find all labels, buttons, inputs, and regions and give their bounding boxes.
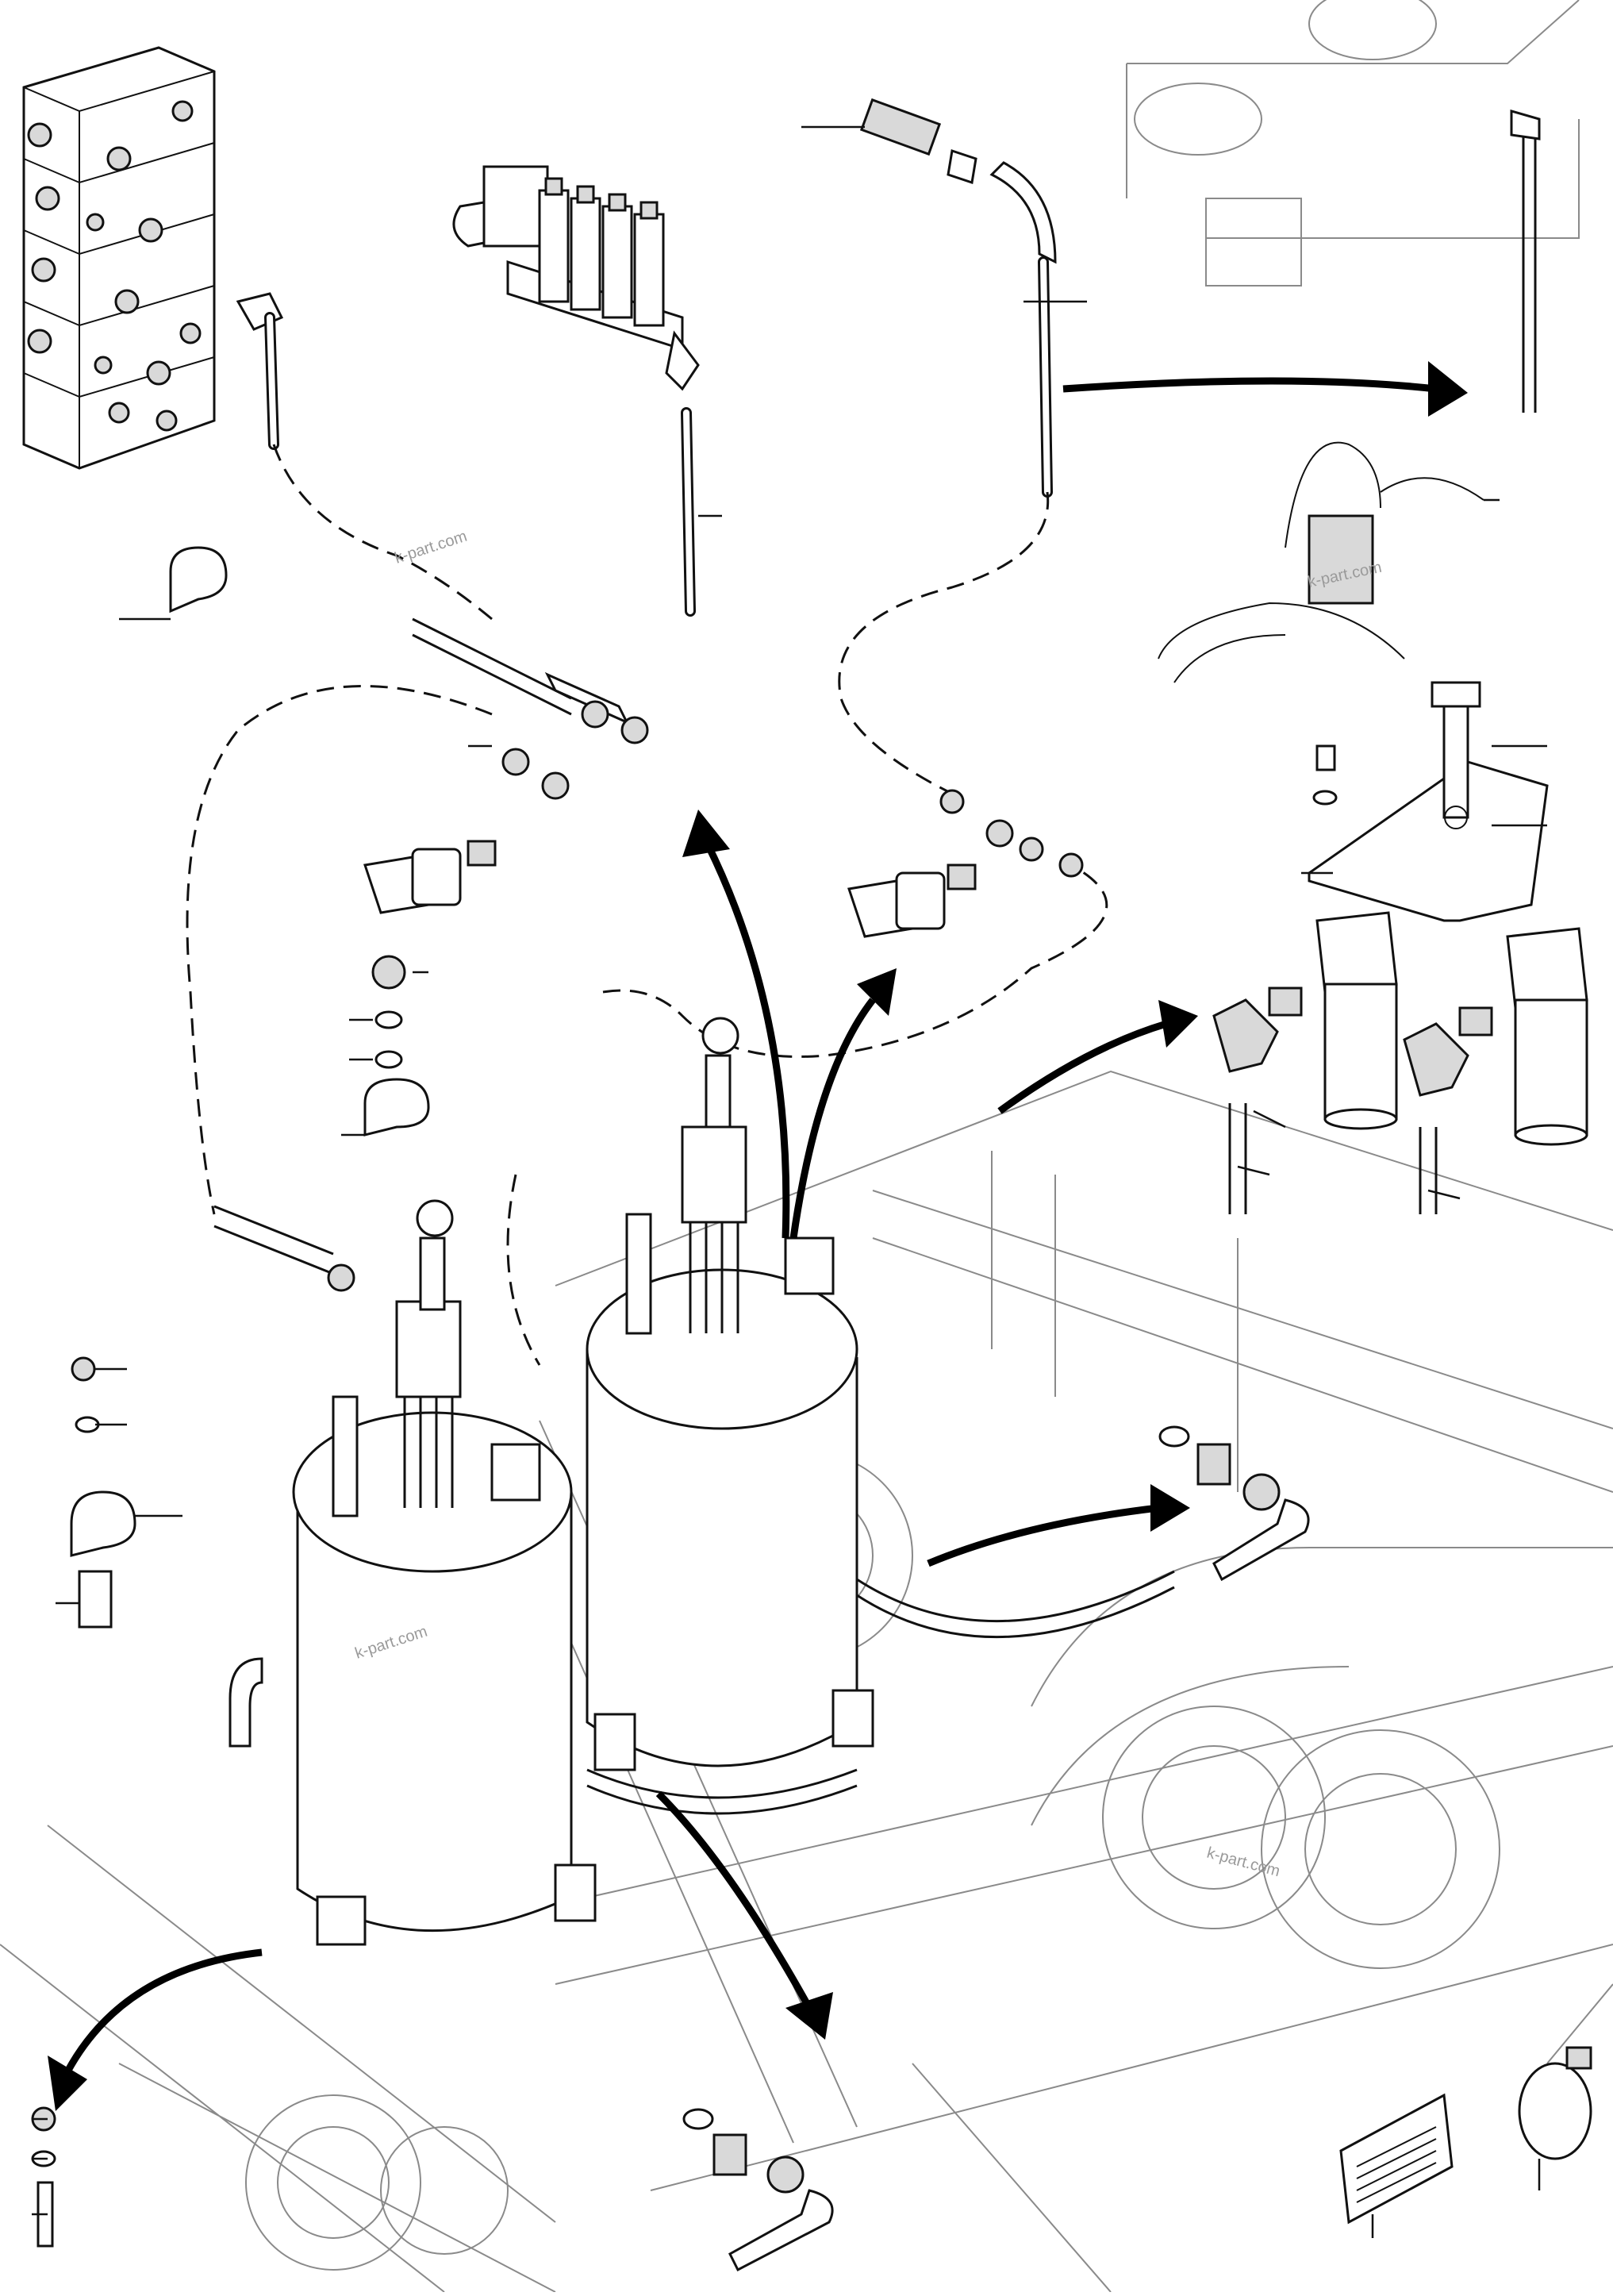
- elbow-left-tank: [229, 1657, 263, 1748]
- fastener-stack-far-left: [70, 1356, 136, 1629]
- pipe-center-upper: [412, 617, 572, 716]
- fastener-stack-bottom-left: [31, 2106, 56, 2248]
- sensor-block-right: [847, 863, 977, 938]
- leader-lines: [32, 125, 1547, 2238]
- fittings-bottom-center: [682, 2108, 834, 2272]
- pressure-switch-manifold: [452, 165, 700, 391]
- hose-route-dashed-1: [838, 491, 1050, 795]
- hydraulic-tank-left: [292, 1199, 597, 1946]
- hose-route-dashed-5: [506, 1174, 541, 1366]
- control-valve-block: [22, 46, 284, 470]
- hose-route-dashed-2: [272, 444, 493, 621]
- watermark-4: k-part.com: [1205, 1844, 1282, 1881]
- filter-elbow-left: [1212, 986, 1303, 1073]
- fastener-stack-left: [363, 955, 430, 1136]
- pipe-right-vertical: [1522, 127, 1537, 413]
- valve-fittings: [27, 100, 202, 432]
- fittings-center: [327, 700, 1084, 1292]
- clamp-top-left: [169, 546, 228, 613]
- filter-elbow-right: [1403, 1006, 1493, 1097]
- pressure-switches: [538, 177, 665, 327]
- direction-arrows: [48, 361, 1468, 2111]
- label-plate: [1339, 2093, 1454, 2225]
- filter-right: [1506, 927, 1588, 1146]
- hydraulic-tank-right: [586, 1017, 874, 1771]
- fittings-right-center: [1158, 1425, 1310, 1582]
- watermark-1: k-part.com: [393, 528, 470, 567]
- top-hose-fitting: [859, 98, 1057, 264]
- mounting-plate: [1308, 681, 1549, 922]
- pipe-lower-left: [213, 1205, 334, 1275]
- filter-left: [1315, 911, 1398, 1130]
- accumulator-detail: [1158, 441, 1484, 683]
- hose-route-dashed-3: [186, 685, 493, 1215]
- hose-route-dashed-4: [602, 863, 1108, 1058]
- sensor-block-left: [363, 840, 497, 914]
- tank-return-hose: [856, 1570, 1175, 1638]
- hose-clamp-band: [1518, 2046, 1592, 2160]
